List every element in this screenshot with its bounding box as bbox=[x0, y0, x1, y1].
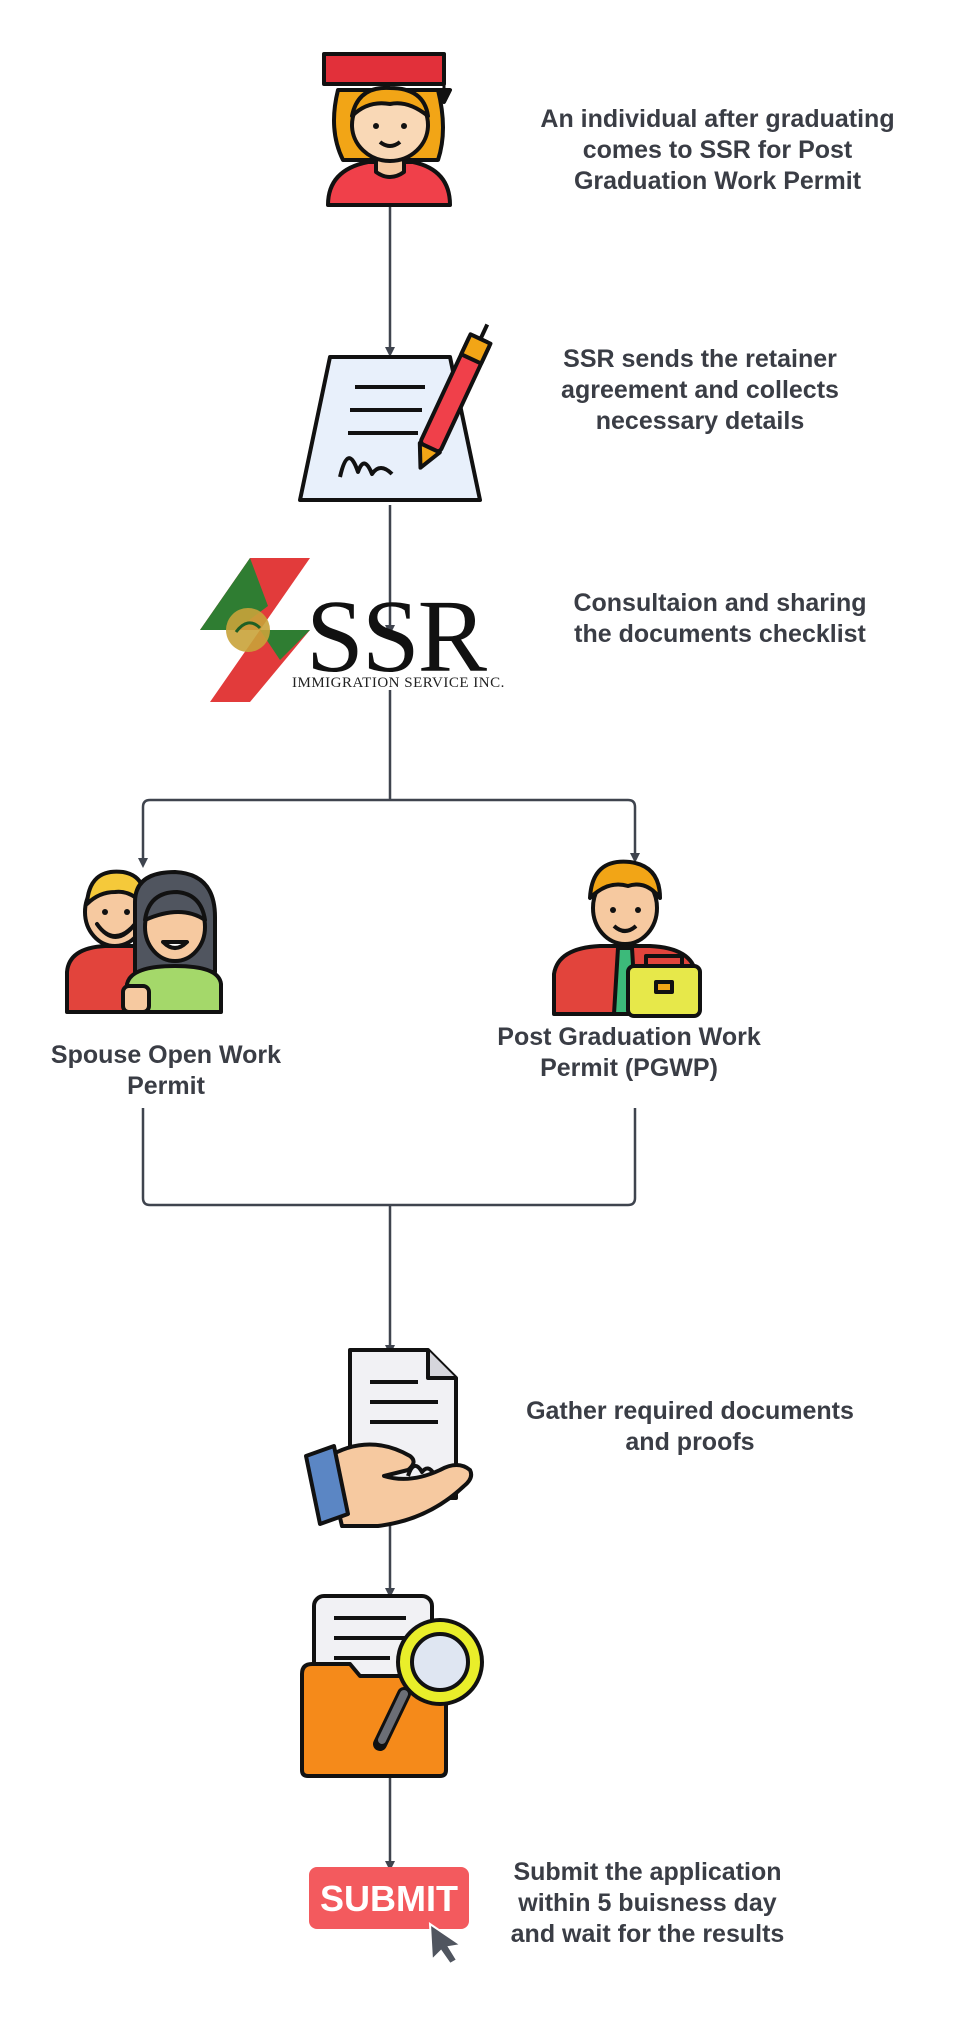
documents-in-hand-icon bbox=[304, 1348, 474, 1528]
logo-emblem bbox=[226, 608, 270, 652]
step-submit-label: Submit the application within 5 buisness… bbox=[510, 1858, 785, 1948]
connector-to-spouse bbox=[138, 798, 390, 868]
agreement-document-icon bbox=[298, 323, 493, 502]
ssr-logo bbox=[200, 558, 310, 702]
step-retainer-label: SSR sends the retainer agreement and col… bbox=[561, 345, 839, 435]
logo-green-right bbox=[260, 630, 310, 660]
connectors bbox=[138, 205, 640, 1871]
step-consultation-label: Consultaion and sharing the documents ch… bbox=[573, 589, 867, 648]
connector-spouse-merge bbox=[141, 1108, 390, 1207]
logo-name: SSR bbox=[306, 579, 487, 694]
logo-subtitle: IMMIGRATION SERVICE INC. bbox=[292, 675, 505, 691]
submit-button-label: SUBMIT bbox=[320, 1878, 458, 1919]
branch-spouse-label: Spouse Open Work Permit bbox=[50, 1041, 282, 1100]
branch-pgwp-label: Post Graduation Work Permit (PGWP) bbox=[497, 1023, 761, 1082]
professional-with-briefcase-icon bbox=[552, 859, 702, 1018]
graduate-icon bbox=[322, 52, 452, 207]
submit-button-shape bbox=[309, 1867, 469, 1929]
connector-to-pgwp bbox=[390, 798, 640, 863]
couple-icon bbox=[65, 869, 223, 1014]
folder-search-icon bbox=[300, 1594, 484, 1778]
step-gather-label: Gather required documents and proofs bbox=[526, 1397, 854, 1456]
connector-pgwp-merge bbox=[390, 1108, 637, 1207]
cursor-icon bbox=[428, 1922, 464, 1966]
submit-button-icon: SUBMIT bbox=[309, 1867, 469, 1966]
step-graduate-label: An individual after graduating comes to … bbox=[540, 105, 895, 195]
